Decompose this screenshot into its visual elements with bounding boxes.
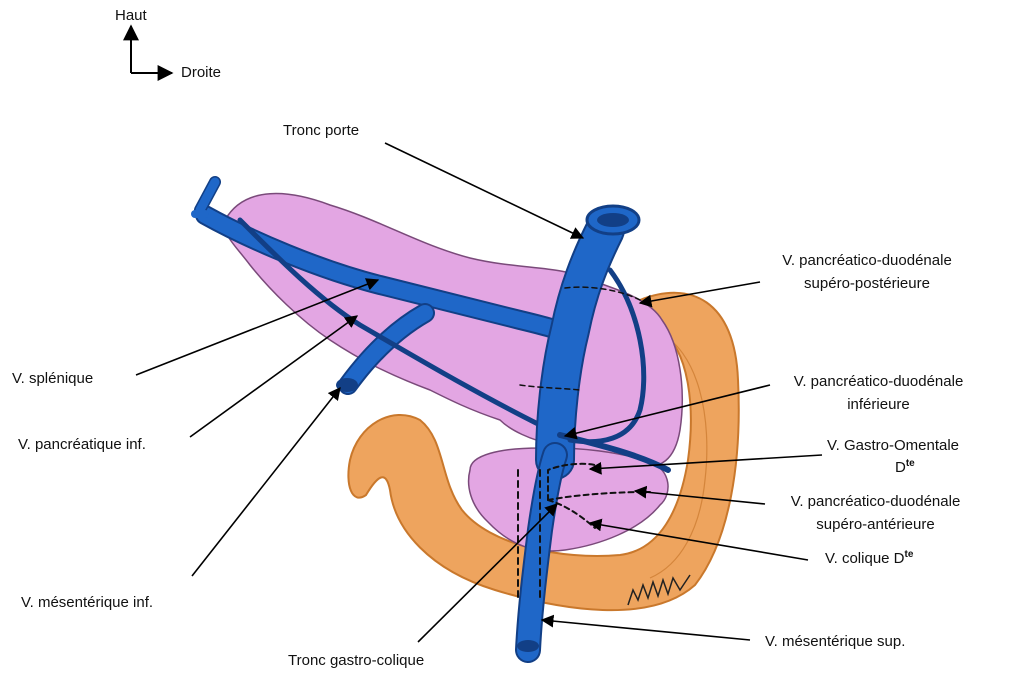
asd-vein-label: V. pancréatico-duodénale supéro-antérieu… xyxy=(768,492,983,534)
inferior-mesenteric-vein-label: V. mésentérique inf. xyxy=(21,593,153,612)
asd-vein-label-line2: supéro-antérieure xyxy=(768,515,983,534)
psd-vein-label-line1: V. pancréatico-duodénale xyxy=(757,251,977,270)
psd-vein-label: V. pancréatico-duodénale supéro-postérie… xyxy=(757,251,977,293)
right-gastroomental-vein-label-abbr: Dte xyxy=(827,458,959,477)
right-colic-vein-main: V. colique D xyxy=(825,550,905,567)
psd-vein-label-line2: supéro-postérieure xyxy=(757,274,977,293)
inferior-pd-vein-label: V. pancréatico-duodénale inférieure xyxy=(771,372,986,414)
portal-vein-label: Tronc porte xyxy=(283,121,359,140)
right-colic-vein-label: V. colique Dte xyxy=(825,549,913,568)
inferior-pancreatic-vein-label: V. pancréatique inf. xyxy=(18,435,146,454)
orientation-axes xyxy=(131,26,172,73)
right-colic-vein-sup: te xyxy=(905,549,914,560)
right-gastroomental-vein-sup: te xyxy=(906,458,915,469)
gastrocolic-trunk-label: Tronc gastro-colique xyxy=(288,651,424,670)
orientation-up-label: Haut xyxy=(115,6,147,25)
asd-vein-label-line1: V. pancréatico-duodénale xyxy=(768,492,983,511)
right-gastroomental-vein-label: V. Gastro-Omentale Dte xyxy=(827,436,959,477)
splenic-vein-label: V. splénique xyxy=(12,369,93,388)
inferior-pd-vein-label-line1: V. pancréatico-duodénale xyxy=(771,372,986,391)
orientation-right-label: Droite xyxy=(181,63,221,82)
right-gastroomental-vein-abbr: D xyxy=(895,459,906,476)
inferior-pd-vein-label-line2: inférieure xyxy=(771,395,986,414)
superior-mesenteric-vein-label: V. mésentérique sup. xyxy=(765,632,905,651)
right-gastroomental-vein-label-main: V. Gastro-Omentale xyxy=(827,436,959,455)
